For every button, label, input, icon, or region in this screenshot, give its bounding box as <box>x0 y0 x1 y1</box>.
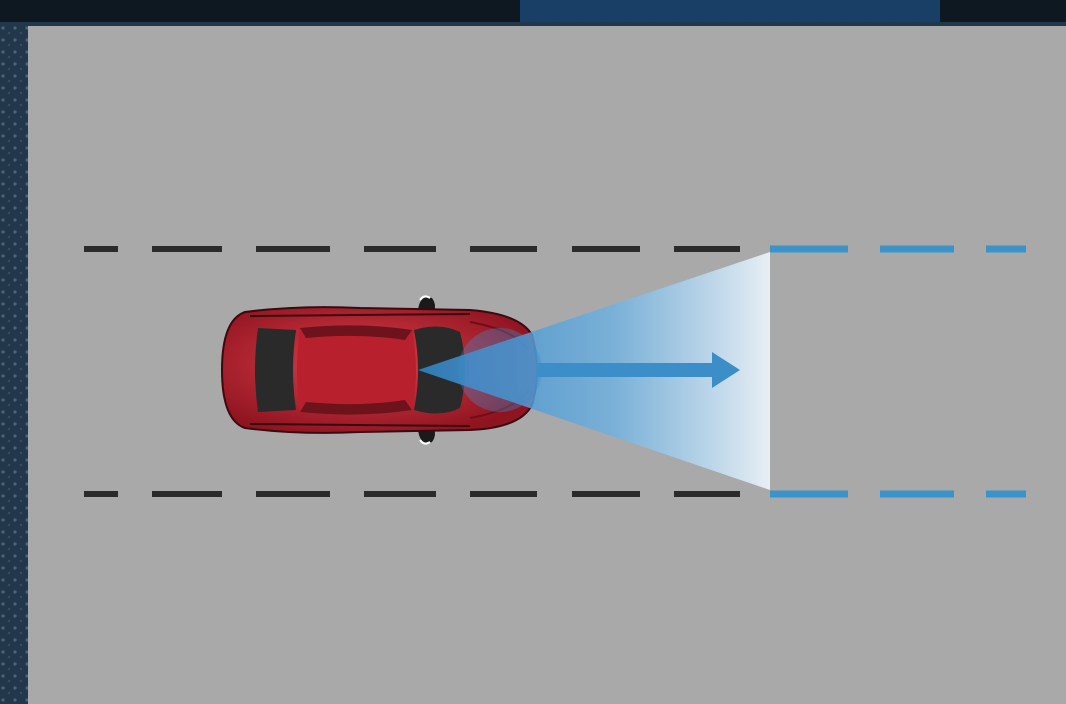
top-blue-strip <box>520 0 940 22</box>
sensor-origin-glow <box>458 328 542 412</box>
